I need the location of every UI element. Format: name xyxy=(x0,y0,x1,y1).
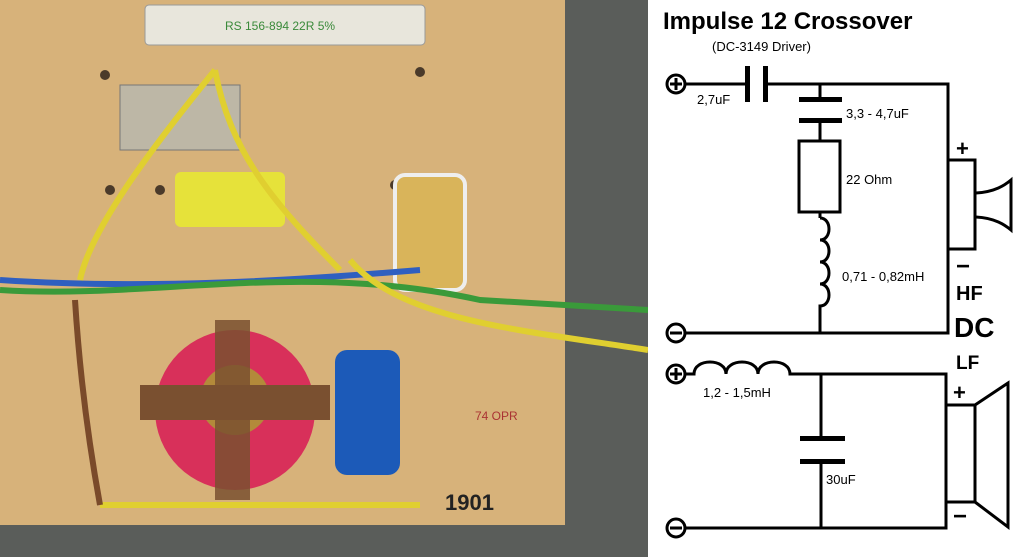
lf-inductor-label: 1,2 - 1,5mH xyxy=(703,385,771,400)
board-marking: 1901 xyxy=(445,490,494,515)
wires xyxy=(0,68,648,508)
power-resistor xyxy=(144,4,426,46)
lf-shunt-capacitor-symbol xyxy=(800,436,845,464)
hf-shunt-capacitor-label: 3,3 - 4,7uF xyxy=(846,106,909,121)
driver-label: DC xyxy=(954,312,994,343)
schematic-subtitle: (DC-3149 Driver) xyxy=(712,39,811,54)
lf-input-terminal-minus xyxy=(665,517,687,539)
electrolytic-capacitor xyxy=(335,350,400,475)
woofer-symbol xyxy=(944,380,1010,531)
hf-input-terminal-plus xyxy=(665,73,687,95)
lf-label: LF xyxy=(956,353,979,374)
lf-shunt-capacitor-label: 30uF xyxy=(826,472,856,487)
hf-minus-label: − xyxy=(956,253,970,280)
crossover-board-photo: RS 156-894 22R 5% 1901 74 OPR xyxy=(0,0,648,557)
hf-resistor-label: 22 Ohm xyxy=(846,172,892,187)
hf-shunt-capacitor-symbol xyxy=(799,97,842,123)
schematic-title: Impulse 12 Crossover xyxy=(663,8,912,35)
hf-series-capacitor-symbol xyxy=(745,66,768,102)
air-core-inductor-large xyxy=(140,320,330,500)
hf-circuit-wires xyxy=(685,82,950,335)
yellow-capacitor xyxy=(175,172,285,227)
lf-minus-label: − xyxy=(953,503,967,530)
hf-series-capacitor-label: 2,7uF xyxy=(697,92,730,107)
board-stamp: 74 OPR xyxy=(475,409,518,423)
tweeter-symbol xyxy=(946,158,1013,251)
lf-plus-label: + xyxy=(953,380,966,405)
hf-plus-label: + xyxy=(956,136,969,161)
hf-inductor-label: 0,71 - 0,82mH xyxy=(842,269,924,284)
hf-resistor-symbol xyxy=(797,139,842,214)
schematic-background xyxy=(648,0,1028,557)
hf-input-terminal-minus xyxy=(665,322,687,344)
lf-input-terminal-plus xyxy=(665,363,687,385)
resistor-marking: RS 156-894 22R 5% xyxy=(225,19,335,33)
hf-label: HF xyxy=(956,283,983,305)
lf-circuit-wires xyxy=(685,360,948,530)
